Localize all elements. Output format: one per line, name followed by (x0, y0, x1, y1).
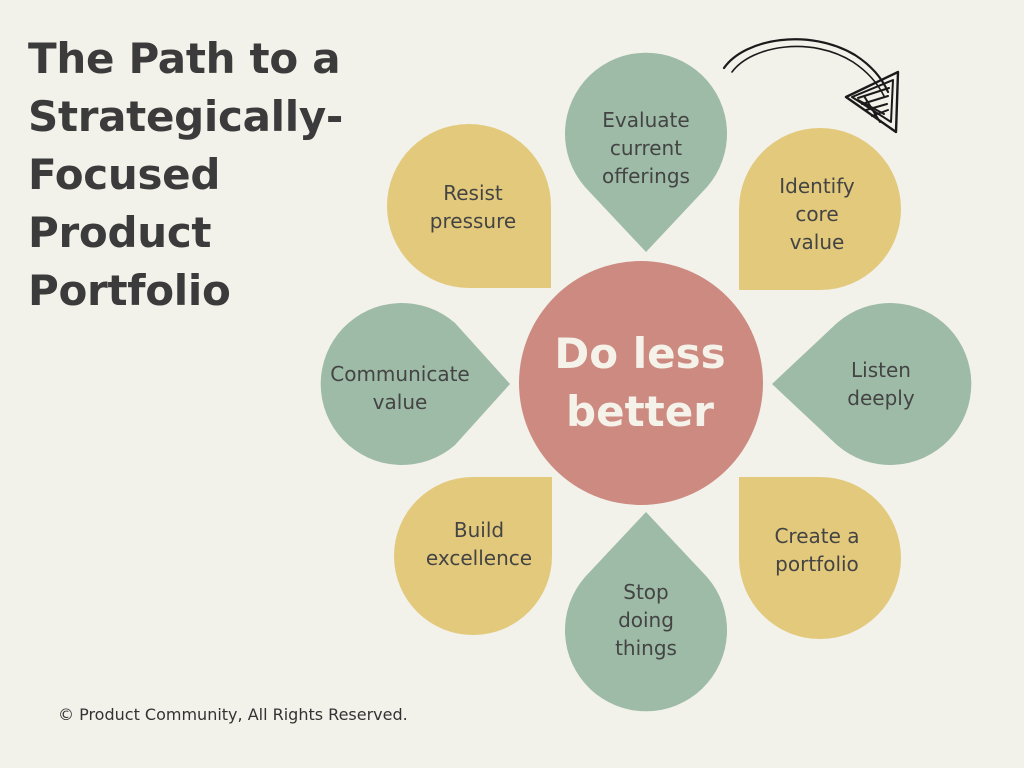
petal-create-shape (739, 477, 901, 639)
petal-resist-label: Resist pressure (429, 181, 517, 233)
copyright-footer: © Product Community, All Rights Reserved… (58, 705, 408, 724)
petal-identify-label: Identify core value (779, 174, 855, 254)
petal-communicate-shape (320, 303, 510, 465)
petal-build-shape (394, 477, 553, 635)
petal-evaluate-shape (565, 52, 728, 252)
curved-arrow-icon (722, 38, 900, 134)
petal-create-label: Create a portfolio (774, 524, 860, 576)
petal-stop-label: Stop doing things (615, 580, 677, 660)
petal-listen-label: Listen deeply (847, 358, 915, 410)
petal-identify-shape (739, 128, 901, 290)
petal-build-label: Build excellence (425, 518, 533, 570)
petal-resist-shape (387, 124, 551, 288)
center-circle (519, 261, 763, 505)
center-label: Do less better (554, 329, 726, 436)
petal-listen-shape (772, 303, 972, 465)
page-title: The Path to a Strategically- Focused Pro… (28, 34, 344, 315)
petal-evaluate-label: Evaluate current offerings (602, 108, 690, 188)
petal-communicate-label: Communicate value (330, 362, 470, 414)
petal-stop-shape (565, 512, 727, 712)
